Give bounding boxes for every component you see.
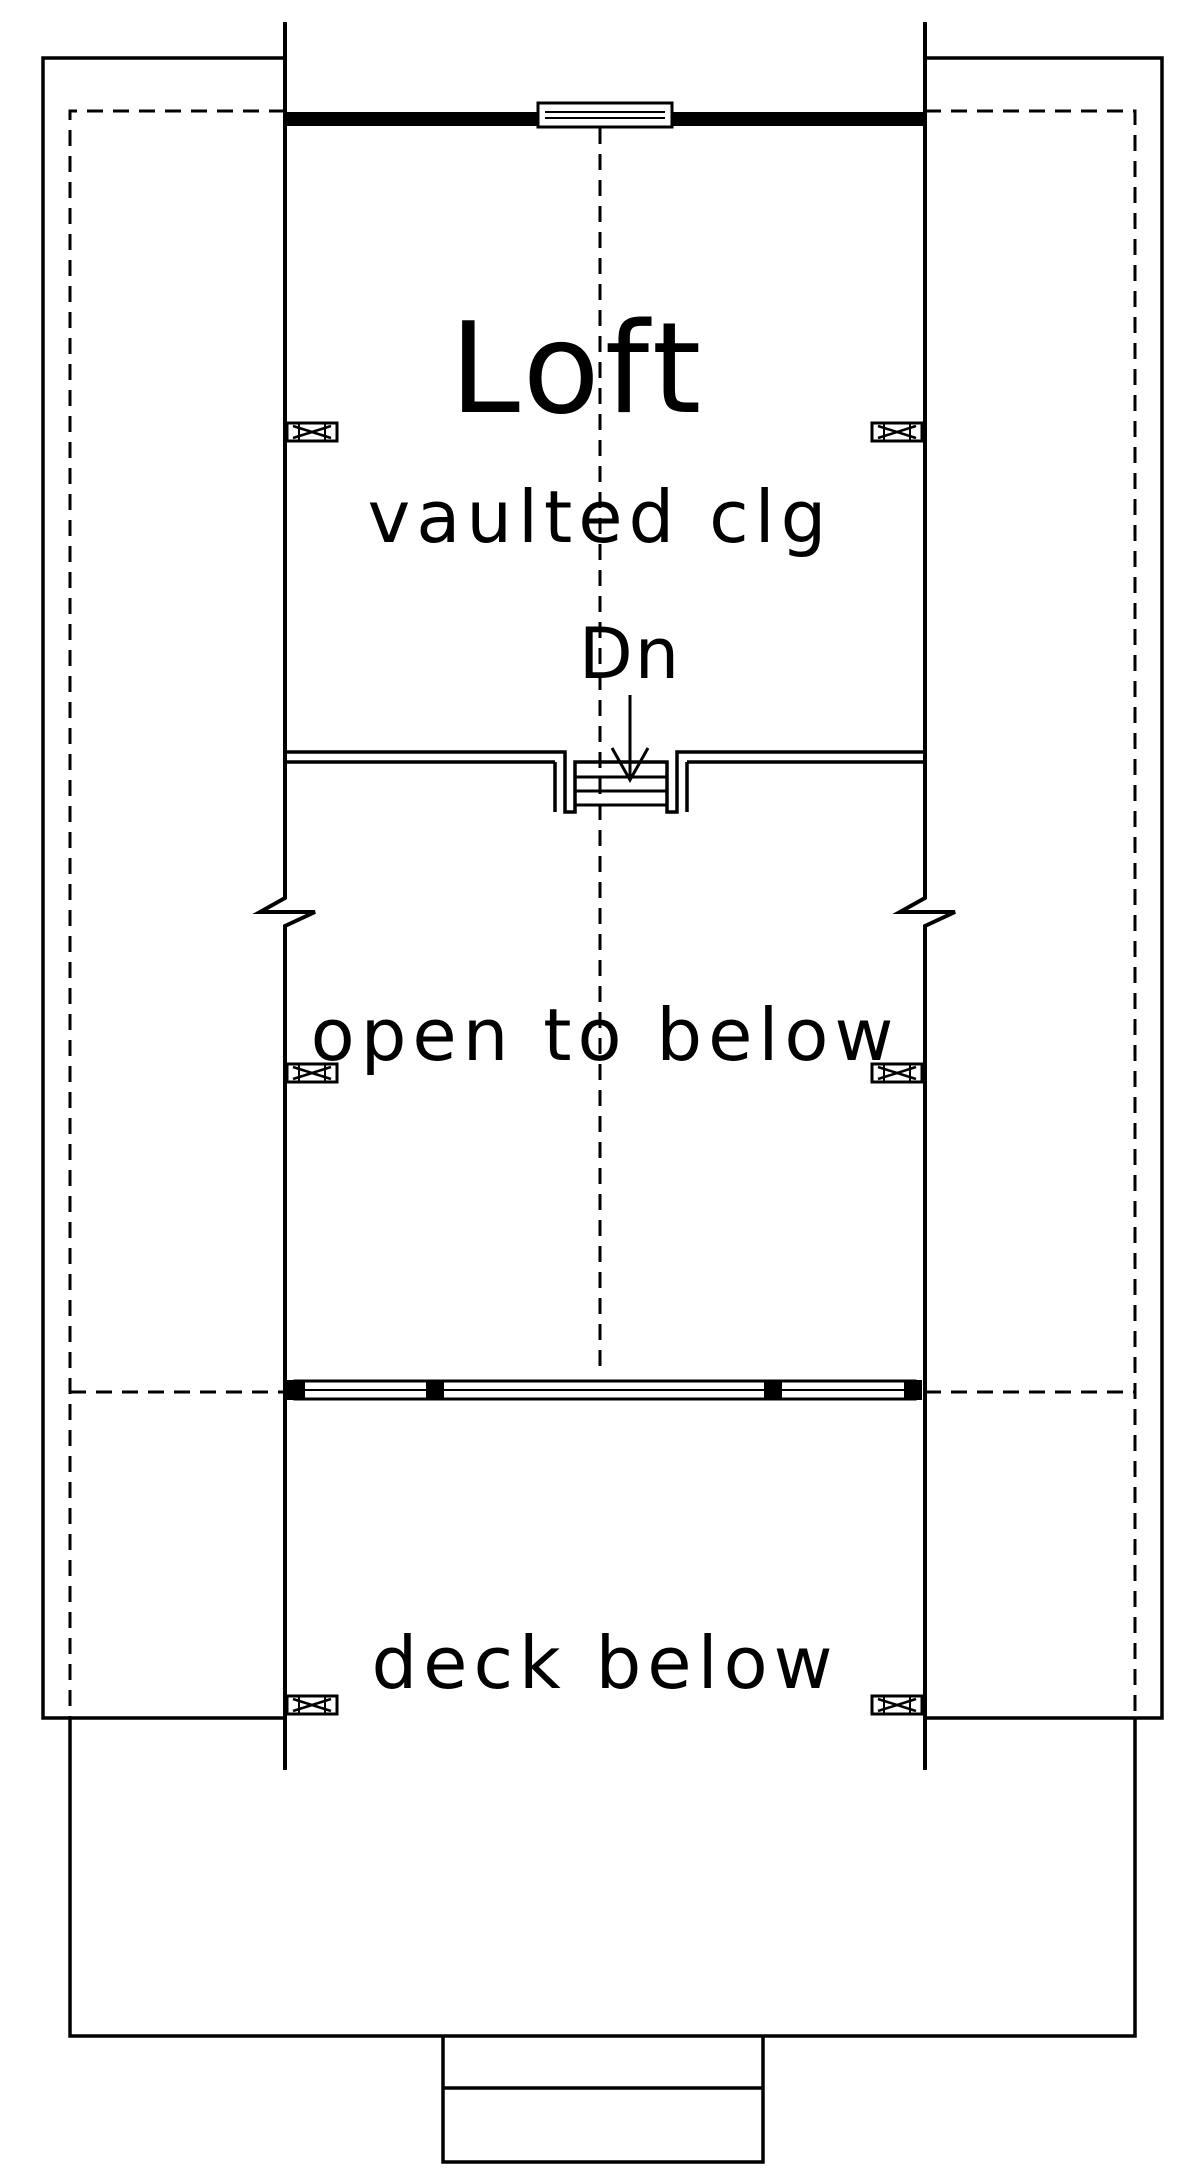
side-walls <box>252 22 956 1770</box>
deck-outline <box>68 1718 1137 2038</box>
roof-outline <box>41 56 1164 1720</box>
open-area-label: open to below <box>311 993 900 1077</box>
beam <box>287 1379 922 1401</box>
top-wall <box>287 101 923 129</box>
window <box>536 101 674 129</box>
stair-treads <box>575 775 667 807</box>
stairs-label: Dn <box>579 613 681 695</box>
loft-railing <box>287 750 923 814</box>
room-label: Loft <box>450 295 707 442</box>
down-arrow-icon <box>610 695 650 784</box>
ceiling-label: vaulted clg <box>368 475 833 559</box>
front-steps <box>441 2036 765 2164</box>
deck-label: deck below <box>371 1621 838 1705</box>
overhang-dashed-lines <box>68 109 1137 1718</box>
